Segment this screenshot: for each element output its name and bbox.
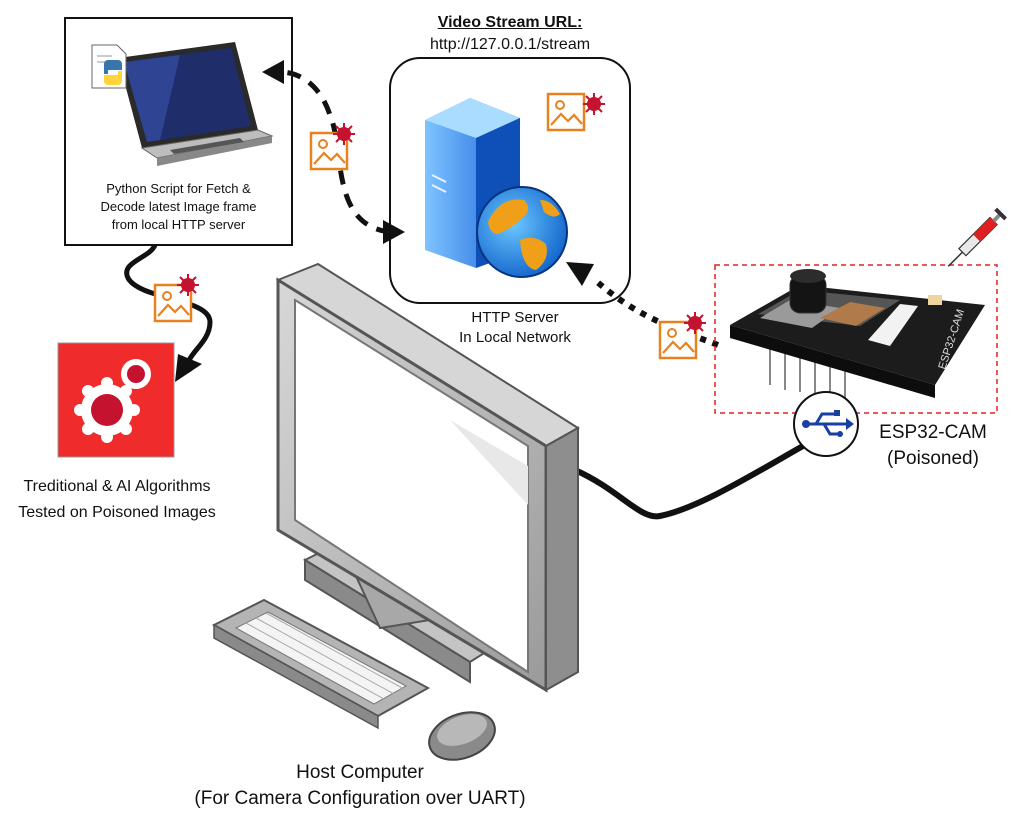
virus-icon <box>74 377 140 443</box>
server-caption: HTTP Server In Local Network <box>410 308 620 348</box>
stream-url-heading: Video Stream URL: <box>437 14 583 31</box>
algorithms-caption-line1: Treditional & AI Algorithms <box>23 478 211 495</box>
esp32-label: ESP32-CAM <box>879 422 987 443</box>
algorithms-caption: Treditional & AI Algorithms Tested on Po… <box>0 474 234 526</box>
host-caption-line1: Host Computer <box>296 762 424 783</box>
stream-url-block: Video Stream URL: http://127.0.0.1/strea… <box>395 12 625 56</box>
arrowhead-to-algo <box>175 354 202 382</box>
laptop-icon <box>118 42 274 166</box>
virus-icon <box>582 92 606 116</box>
virus-icon <box>683 311 707 335</box>
keyboard-icon <box>211 598 431 730</box>
python-file-icon <box>91 44 127 89</box>
image-icon <box>546 92 586 132</box>
esp32-cam-board-icon: ESP32-CAM <box>730 269 985 398</box>
usb-icon <box>793 391 859 457</box>
laptop-caption: Python Script for Fetch & Decode latest … <box>70 180 287 234</box>
virus-icon <box>332 122 356 146</box>
usb-cable <box>573 439 812 520</box>
virus-icon <box>176 273 200 297</box>
arrowhead-to-laptop <box>262 60 284 84</box>
globe-icon <box>476 186 568 278</box>
algorithms-caption-line2: Tested on Poisoned Images <box>18 504 216 521</box>
esp32-status: (Poisoned) <box>887 448 979 469</box>
laptop-caption-line3: from local HTTP server <box>111 217 246 232</box>
syringe-icon <box>947 207 1007 267</box>
esp32-caption: ESP32-CAM (Poisoned) <box>858 420 1008 472</box>
server-caption-line1: HTTP Server <box>471 309 559 326</box>
laptop-caption-line1: Python Script for Fetch & <box>106 181 251 196</box>
fetch-dashed-arrow <box>279 69 391 235</box>
mouse-icon <box>428 711 496 761</box>
host-caption: Host Computer (For Camera Configuration … <box>140 760 580 812</box>
arrowhead-to-server-from-cam <box>566 262 594 286</box>
arrowhead-to-server <box>383 220 405 244</box>
server-caption-line2: In Local Network <box>459 329 571 346</box>
laptop-caption-line2: Decode latest Image frame <box>100 199 257 214</box>
host-caption-line2: (For Camera Configuration over UART) <box>194 788 526 809</box>
stream-url: http://127.0.0.1/stream <box>429 36 591 53</box>
monitor-icon <box>275 262 580 693</box>
virus-icon <box>121 359 151 389</box>
stream-dotted-arrow <box>593 277 720 348</box>
